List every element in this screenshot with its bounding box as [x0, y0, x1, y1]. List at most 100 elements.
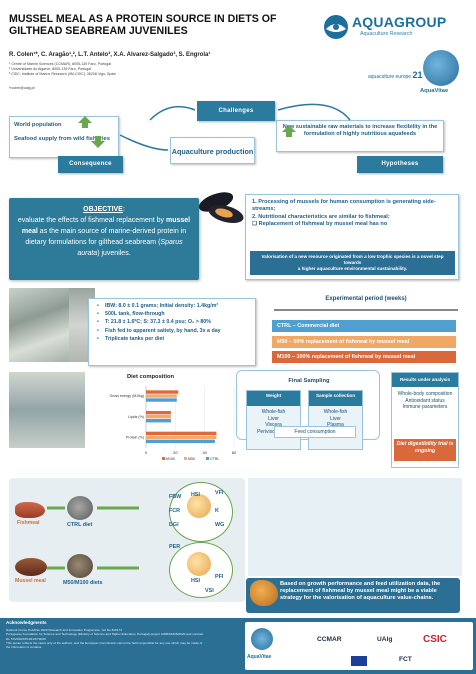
fishmeal-image [15, 502, 45, 518]
mussel-meal-label: Mussel meal [15, 578, 46, 584]
chart-bar [146, 390, 179, 394]
weight-item: Whole-fish [261, 409, 286, 415]
vfi-label: VFI [215, 490, 224, 496]
objective-text-2: as the main source of marine-derived pro… [25, 228, 187, 246]
logo-ualg: UAlg [377, 636, 393, 643]
email: *rcolen@ualg.pt [9, 86, 35, 90]
results-item: Whole-body composition [397, 391, 453, 397]
digestibility-note: Diet digestibility trial is ongoing [394, 439, 456, 461]
legend-swatch [206, 457, 209, 460]
mussel-image [196, 188, 248, 228]
down-arrow-icon [91, 135, 105, 153]
results-item: Antioxidant status [405, 397, 445, 404]
world-population: World population [14, 122, 62, 128]
objective-text-1: evaluate the effects of fishmeal replace… [17, 217, 166, 224]
aquaculture-europe-logo: aquaculture europe 21 [368, 70, 423, 81]
affiliation-2: ² Universidade do Algarve, 8005-139 Faro… [9, 67, 92, 71]
weight-column: Weight Whole-fish Liver Viscera Perivisc… [246, 390, 301, 450]
objective-heading: OBJECTIVE [83, 206, 123, 213]
chart-category-label: Protein (%) [126, 435, 144, 439]
weight-item: Viscera [265, 422, 282, 428]
valorisation-line-1: Valorisation of a new resource originate… [261, 254, 444, 265]
sample-collection-column: Sample collection Whole-fish Liver Plasm… [308, 390, 363, 450]
chart-bar [146, 394, 177, 398]
ack-item: Portuguese Foundation for Science and Te… [6, 632, 204, 641]
condition-2: 500L tank, flow-through [97, 310, 251, 318]
hypothesis-2: 2. Nutritional characteristics are simil… [252, 213, 390, 220]
aquagroup-subtitle: Aquaculture Research [360, 31, 413, 37]
sample-item: Liver [330, 415, 341, 422]
condition-1: IBW: 8.0 ± 0.1 grams; Initial density: 1… [97, 302, 251, 310]
partner-logos: AquaVitae CCMAR UAlg CSIC FCT [245, 622, 473, 670]
experimental-period-title: Experimental period (weeks) [325, 296, 407, 302]
aquagroup-logo-icon [322, 13, 350, 41]
mussel-feed-image [67, 554, 93, 578]
hsi-label: HSI [191, 492, 200, 498]
chart-x-tick-label: 20 [173, 450, 178, 455]
experimental-conditions: IBW: 8.0 ± 0.1 grams; Initial density: 1… [88, 298, 256, 366]
fishmeal-label: Fishmeal [17, 520, 40, 526]
world-population-box: World population Seafood supply from wil… [9, 116, 119, 158]
aquagroup-wordmark: AQUAGROUP [352, 14, 447, 30]
chart-x-tick-label: 40 [202, 450, 207, 455]
results-header: Results under analysis [392, 373, 458, 387]
condition-4: Fish fed to apparent satiety, by hand, 3… [97, 327, 251, 335]
vsi-label: VSI [205, 588, 214, 594]
sample-item: Whole-fish [323, 409, 348, 415]
fcr-label: FCR [169, 508, 181, 514]
tanks-photo [9, 288, 69, 362]
new-raw-materials: New sustainable raw materials to increas… [276, 120, 444, 152]
weight-header: Weight [247, 391, 300, 406]
legend-swatch [162, 457, 165, 460]
chart-category-label: Gross energy (MJ/kg) [109, 394, 144, 398]
chart-bar [146, 398, 177, 402]
condition-5: Triplicate tanks per diet [97, 335, 251, 343]
fish-icon [187, 552, 211, 576]
logo-ccmar: CCMAR [317, 636, 342, 643]
results-panel [248, 478, 462, 576]
flow-arrows [119, 103, 351, 151]
diet-ctrl: CTRL – Commercial diet [272, 320, 456, 332]
k-label: K [215, 508, 219, 514]
dgi-label: DGI [169, 522, 179, 528]
aquaculture-production: Aquaculture production [170, 137, 255, 164]
diet-m50: M50 – 50% replacement of fishmeal by mus… [272, 336, 456, 348]
acknowledgments-text: National Cruise Hub/Pax 2020 Research an… [6, 628, 206, 649]
legend-label: CTRL [210, 457, 219, 461]
eu-flag-icon [351, 656, 367, 666]
ack-item: National Cruise Hub/Pax 2020 Research an… [6, 628, 122, 632]
aquavitae-label: AquaVitae [420, 88, 449, 94]
authors: R. Colen¹*, C. Aragão¹,², L.T. Antelo³, … [9, 52, 211, 58]
hsi-label: HSI [191, 578, 200, 584]
chart-category-label: Lipids (%) [128, 415, 144, 419]
valorisation-banner: Valorisation of a new resource originate… [250, 251, 455, 275]
sample-item: Plasma [327, 422, 344, 428]
challenges-tab: Challenges [197, 101, 275, 121]
pfi-label: PFI [215, 574, 224, 580]
condition-3: T: 21.8 ± 1.6ºC; S: 37.3 ± 0.4 psu; O₂ >… [97, 318, 251, 326]
ctrl-feed-image [67, 496, 93, 520]
chart-bar [146, 415, 171, 419]
hypotheses-tab: Hypotheses [357, 156, 443, 173]
consequence-tab: Consequence [58, 156, 123, 173]
chart-bar [146, 431, 217, 436]
acknowledgments-title: Acknowledgments [6, 620, 47, 625]
chart-bar [146, 435, 217, 440]
legend-swatch [184, 457, 187, 460]
wg-label: WG [215, 522, 225, 528]
logo-fct: FCT [399, 656, 412, 663]
results-item: Immune parameters [402, 404, 448, 410]
affiliation-1: ¹ Centre of Marine Sciences (CCMAR), 800… [9, 62, 112, 66]
chart-x-tick-label: 60 [232, 450, 237, 455]
logo-csic: CSIC [423, 634, 447, 645]
timeline-axis [274, 309, 458, 311]
mussel-diets-label: M50/M100 diets [63, 580, 103, 586]
per-label: PER [169, 544, 181, 550]
objective-box: OBJECTIVE: evaluate the effects of fishm… [9, 198, 199, 280]
aquaculture-europe-number: 21 [412, 70, 423, 80]
feed-consumption: Feed consumption [274, 426, 356, 438]
affiliations: ¹ Centre of Marine Sciences (CCMAR), 800… [9, 62, 249, 77]
final-sampling-title: Final Sampling [288, 378, 330, 384]
aquavitae-logo-icon [251, 628, 273, 650]
legend-label: M50 [188, 457, 195, 461]
